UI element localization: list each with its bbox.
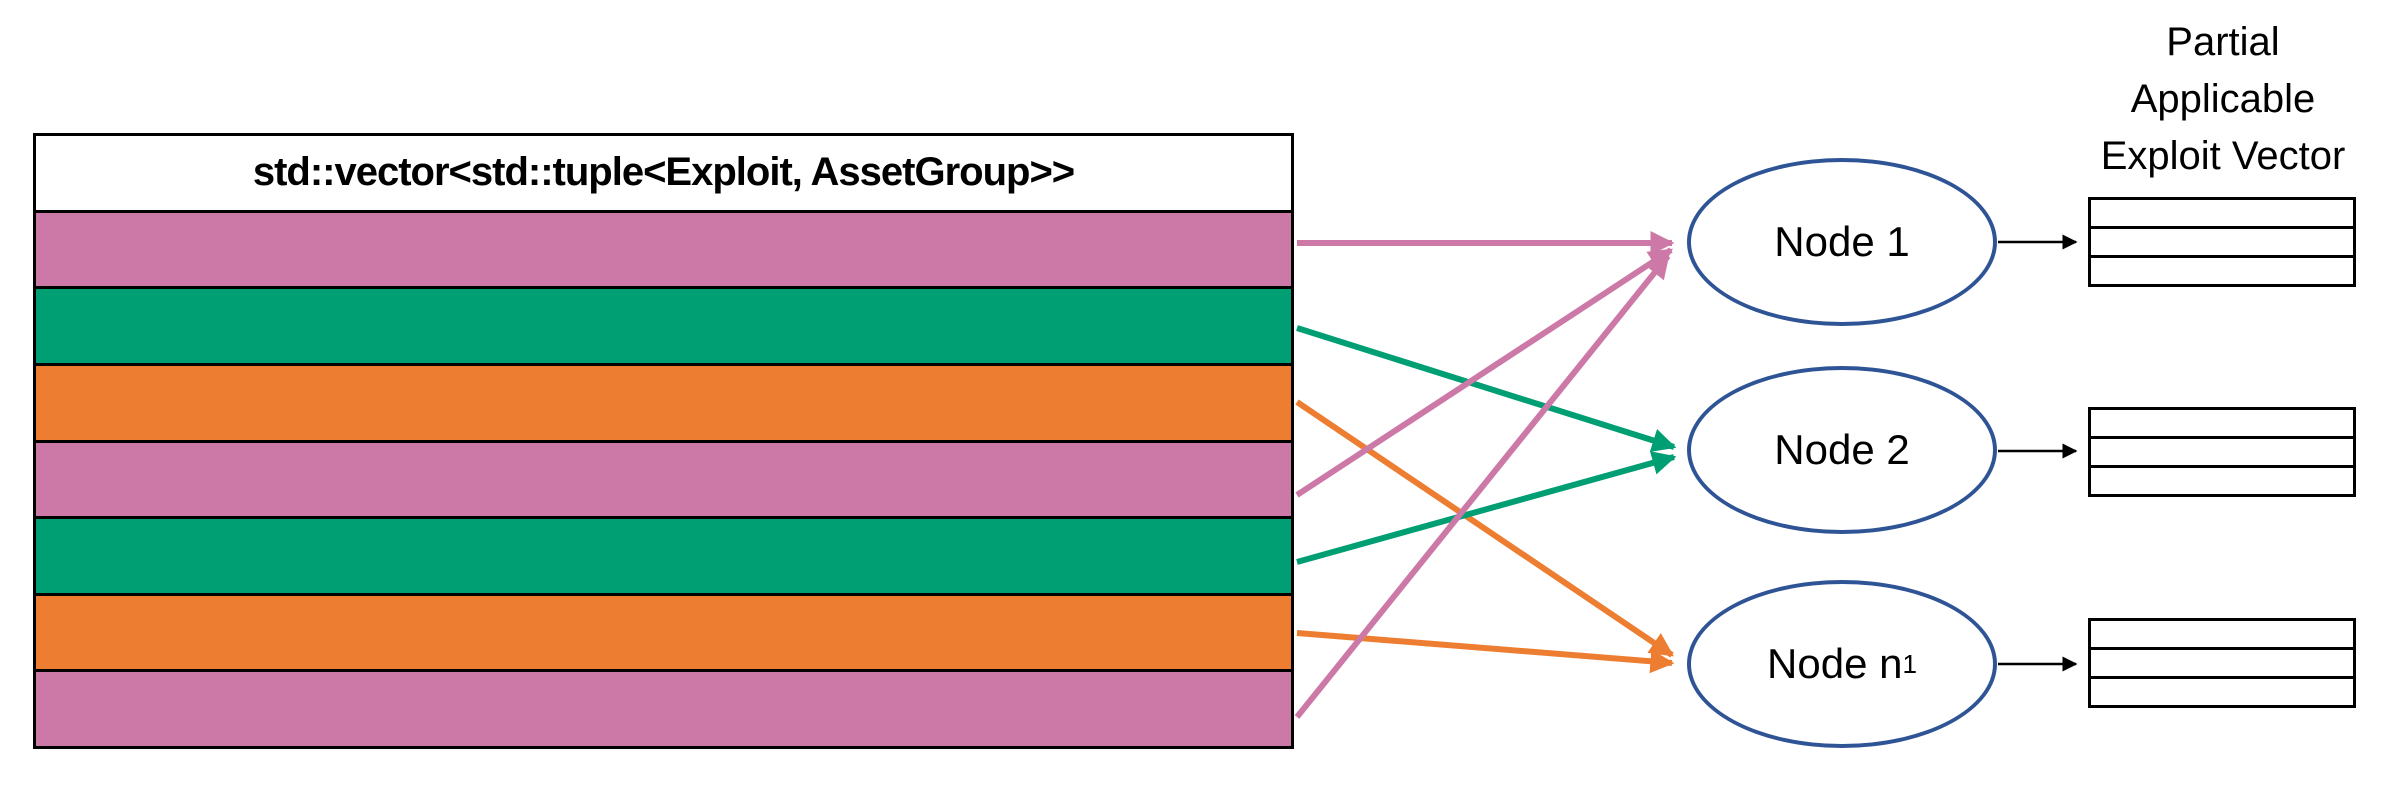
title-line-1: Partial: [2166, 20, 2280, 64]
node-n1-label: Node n: [1767, 640, 1903, 687]
pvec1-row-1: [2091, 200, 2353, 226]
pvec1-row-2: [2091, 226, 2353, 255]
vector-row-5: [36, 516, 1291, 593]
vector-table: std::vector<std::tuple<Exploit, AssetGro…: [33, 133, 1294, 749]
edge-row3-to-node-n1: [1295, 399, 1674, 658]
node-1-label: Node 1: [1774, 218, 1910, 265]
vector-row-4: [36, 439, 1291, 517]
vector-row-1: [36, 209, 1291, 287]
node-1: Node 1: [1687, 158, 1997, 326]
pvec3-row-1: [2091, 621, 2353, 647]
title-line-3: Exploit Vector: [2100, 134, 2346, 178]
node-2-label: Node 2: [1774, 426, 1910, 473]
pvec2-row-1: [2091, 410, 2353, 436]
vector-table-header: std::vector<std::tuple<Exploit, AssetGro…: [36, 136, 1291, 210]
partial-exploit-vector-table-1: [2088, 197, 2356, 287]
pvec3-row-2: [2091, 647, 2353, 676]
edge-row6-to-node-n1: [1296, 630, 1675, 674]
pvec2-row-3: [2091, 465, 2353, 494]
title-line-2: Applicable: [2130, 77, 2316, 121]
edge-row5-to-node2: [1296, 451, 1677, 565]
partial-exploit-vector-table-3: [2088, 618, 2356, 708]
edge-row7-to-node1: [1294, 254, 1671, 719]
partial-applicable-exploit-vector-title: Partial Applicable Exploit Vector: [2058, 14, 2383, 185]
vector-row-7: [36, 669, 1291, 746]
partial-exploit-vector-table-2: [2088, 407, 2356, 497]
pvec3-row-3: [2091, 676, 2353, 705]
node-2: Node 2: [1687, 366, 1997, 534]
pvec1-row-3: [2091, 255, 2353, 284]
edge-row4-to-node1: [1295, 247, 1674, 498]
vector-row-3: [36, 362, 1291, 440]
vector-row-2: [36, 286, 1291, 363]
pvec2-row-2: [2091, 436, 2353, 465]
edge-row2-to-node2: [1296, 325, 1677, 452]
vector-row-6: [36, 592, 1291, 670]
